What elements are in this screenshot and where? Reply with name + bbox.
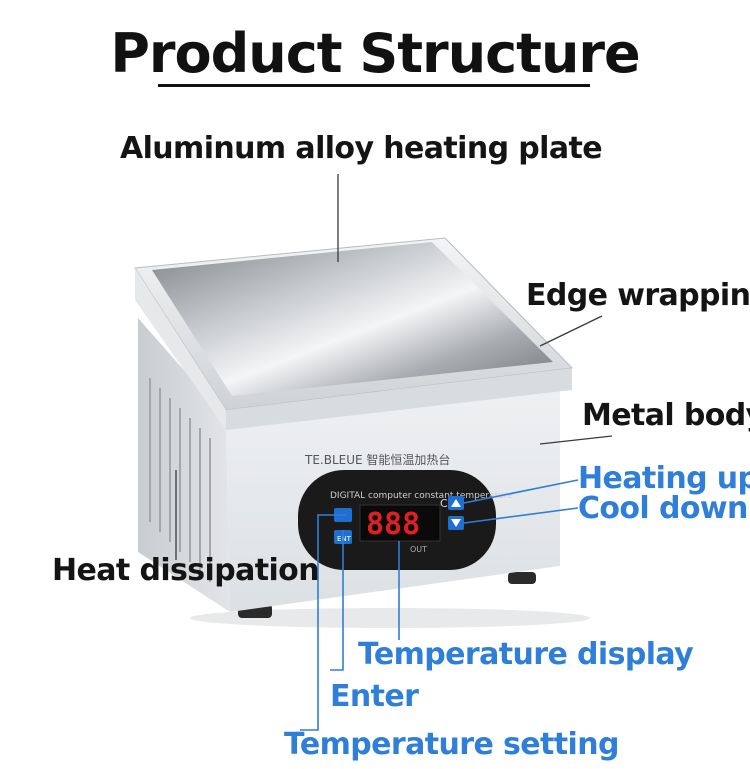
label-cool-down: Cool down [578, 491, 748, 526]
label-metal-body: Metal body [582, 398, 750, 433]
down-arrow-icon [451, 519, 461, 527]
rim-front-face [226, 368, 572, 430]
foot-right [508, 572, 536, 584]
enter-key-label: ENT [337, 535, 352, 543]
label-enter: Enter [330, 679, 419, 714]
model-text: TE.BLEUE 智能恒温加热台 [304, 452, 450, 467]
label-heat-dissipation: Heat dissipation [52, 553, 320, 588]
up-arrow-icon [451, 499, 461, 507]
label-temperature-display: Temperature display [358, 637, 694, 672]
rim-left-face [135, 268, 226, 430]
label-temperature-setting: Temperature setting [284, 727, 619, 762]
vent-slots [149, 378, 211, 582]
label-heating-plate: Aluminum alloy heating plate [120, 131, 603, 166]
out-label: OUT [410, 545, 427, 554]
unit-label: C [440, 497, 448, 510]
dark-callout-lines [175, 174, 613, 560]
label-heating-up: Heating up [578, 461, 750, 496]
page-title: Product Structure [110, 22, 640, 85]
heating-plate [152, 242, 553, 396]
blue-callout-lines [300, 479, 579, 731]
label-edge-wrapping: Edge wrapping [526, 278, 750, 313]
panel-caption: DIGITAL computer constant temperature [330, 491, 513, 501]
title-underline [158, 84, 590, 87]
base-shadow [190, 608, 590, 628]
temperature-display [359, 504, 441, 542]
display-digits: 888 [366, 507, 420, 542]
